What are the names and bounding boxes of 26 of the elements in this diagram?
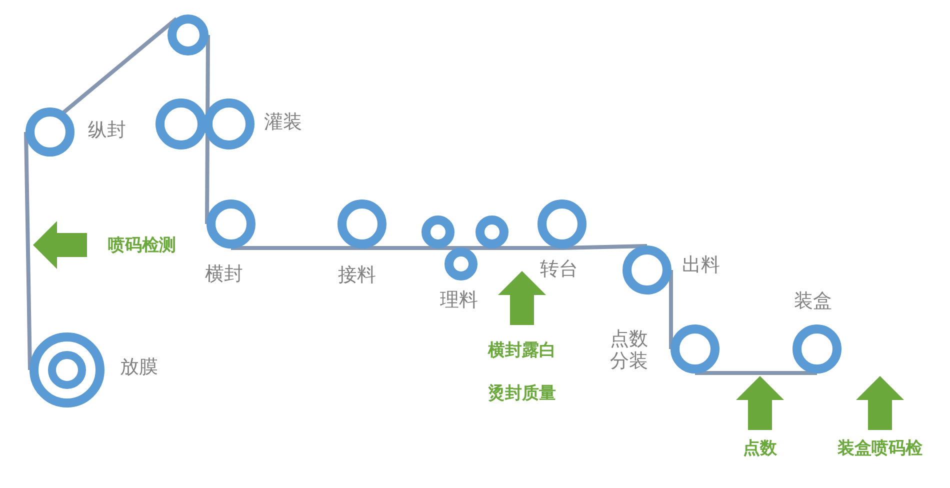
film-path-line xyxy=(669,270,673,349)
film-path-line xyxy=(24,132,32,370)
station-label: 出料 xyxy=(682,255,720,277)
station-label: 横封 xyxy=(205,264,243,286)
inspection-label: 喷码检测 xyxy=(108,234,176,256)
film-path-line xyxy=(695,371,817,375)
station-label: 放膜 xyxy=(120,357,158,379)
station-label: 理料 xyxy=(440,290,478,312)
film-path-line xyxy=(438,246,461,250)
inspection-label: 烫封质量 xyxy=(488,382,556,404)
station-label: 纵封 xyxy=(88,120,126,142)
film-path-line xyxy=(562,244,648,250)
inspection-label: 装盒喷码检 xyxy=(838,438,922,460)
film-path-line xyxy=(205,34,210,224)
film-path-line xyxy=(231,246,362,250)
station-label: 接料 xyxy=(338,265,376,287)
station-label: 灌装 xyxy=(264,112,302,134)
film-path-line xyxy=(492,246,562,250)
station-label: 装盒 xyxy=(794,291,832,313)
inspection-label: 点数 xyxy=(743,438,777,460)
station-label: 点数分装 xyxy=(610,329,649,373)
film-path-line xyxy=(461,246,492,250)
inspection-label: 横封露白 xyxy=(488,340,556,362)
film-path-line xyxy=(62,17,178,114)
station-label: 转台 xyxy=(540,259,578,281)
film-path-line xyxy=(362,246,438,250)
